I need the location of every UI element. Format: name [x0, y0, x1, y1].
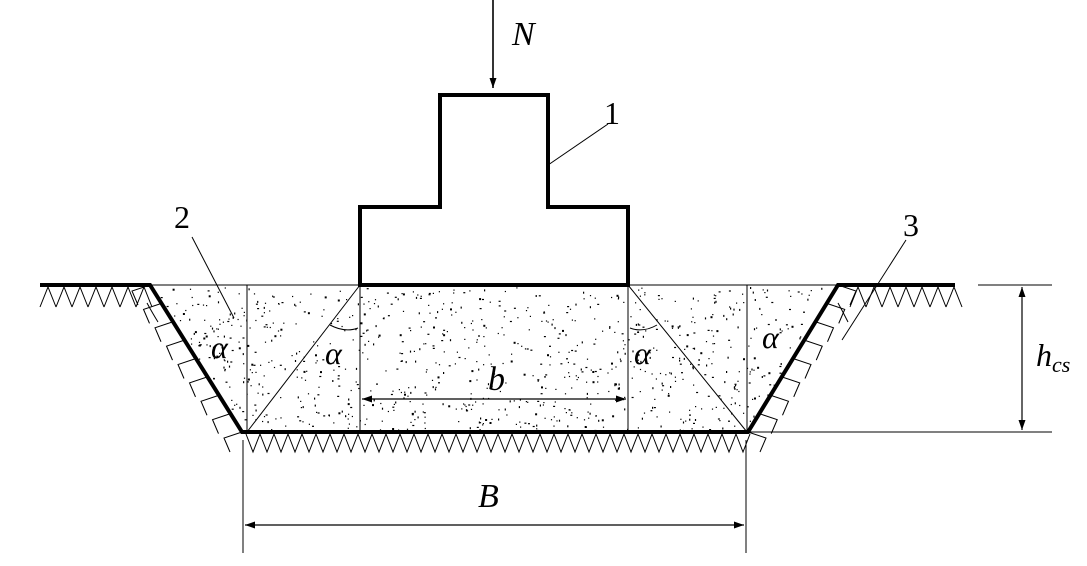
spread-line-left	[246, 284, 361, 433]
load-label: N	[511, 16, 537, 53]
angle-arc-outer-right	[837, 302, 849, 323]
foundation-outline	[358, 93, 630, 287]
dim-hcs-subscript: cs	[1052, 352, 1070, 377]
dim-B-label: B	[478, 478, 499, 515]
label-3: 3	[903, 207, 919, 243]
thick-outlines	[40, 93, 955, 434]
sand-cushion-fill	[160, 287, 823, 432]
angle-label-outer-left: α	[211, 329, 229, 365]
label-1: 1	[604, 95, 620, 131]
angle-arc-inner-right	[629, 324, 658, 331]
dim-b-label: b	[488, 361, 505, 398]
leader-2	[191, 236, 235, 319]
angle-arc-outer-left	[146, 302, 159, 323]
dim-hcs-main: h	[1036, 337, 1052, 373]
leader-3	[841, 239, 907, 341]
angle-label-outer-right: α	[762, 319, 780, 355]
angle-arc-inner-left	[329, 324, 359, 331]
label-2: 2	[174, 199, 190, 235]
angle-label-inner-right: α	[634, 335, 652, 371]
dimension-lines	[245, 0, 1026, 529]
excavation-outline	[40, 283, 955, 434]
dim-hcs-label: hcs	[1036, 337, 1070, 377]
spread-line-right	[627, 284, 748, 433]
angle-label-inner-left: α	[325, 335, 343, 371]
